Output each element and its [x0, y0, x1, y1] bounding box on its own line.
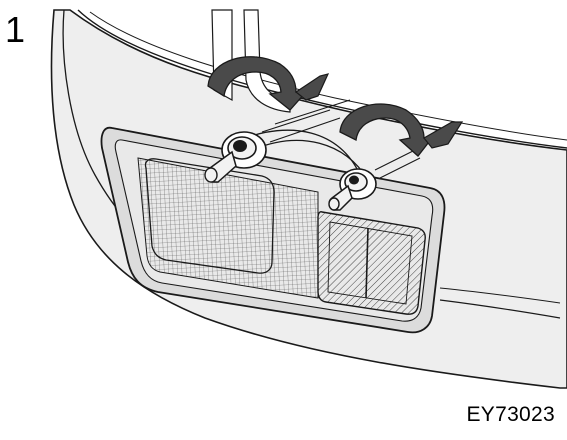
- rotation-arrow-right: [339, 103, 464, 157]
- lamp-lens-frame: [144, 158, 275, 274]
- body-lower-line-2: [439, 287, 561, 304]
- body-crease-upper: [77, 9, 567, 149]
- hatched-lens-divider: [365, 227, 369, 299]
- hatched-lens: [317, 211, 426, 315]
- retaining-wire-4: [374, 149, 421, 179]
- step-number: 1: [5, 9, 26, 50]
- body-crease-inner: [89, 11, 567, 141]
- rotation-arrow-left: [207, 56, 330, 111]
- body-lower-line: [439, 299, 561, 319]
- hatched-lens-inner: [327, 221, 413, 305]
- figure-code: EY73023: [466, 403, 555, 426]
- retaining-wire-3: [261, 99, 351, 143]
- right-screw: [328, 168, 377, 211]
- left-screw: [204, 131, 267, 183]
